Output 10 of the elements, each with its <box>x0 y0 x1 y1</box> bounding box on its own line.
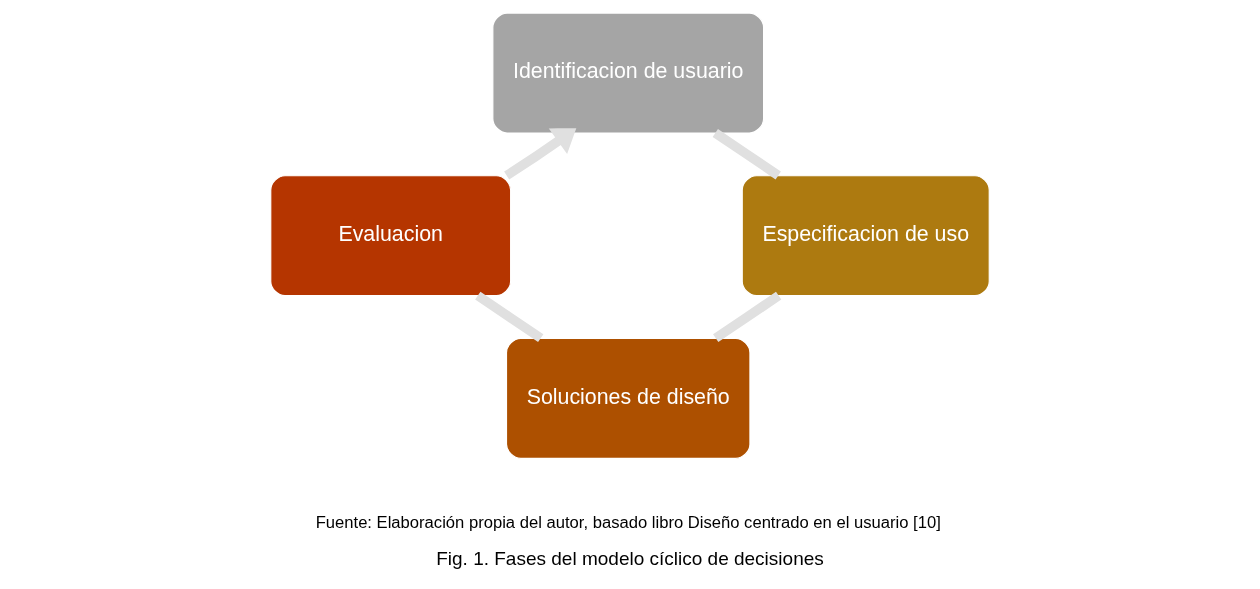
node-box: Evaluacion <box>270 175 512 297</box>
connector <box>713 291 782 343</box>
connector <box>475 291 544 343</box>
arrow <box>504 128 577 180</box>
node-box: Identificacion de usuario <box>492 12 765 134</box>
caption: Fig. 1. Fases del modelo cíclico de decisiones <box>436 548 824 570</box>
node-box: Soluciones de diseño <box>505 337 751 459</box>
connector <box>712 129 781 180</box>
node-box: Especificacion de uso <box>741 175 990 297</box>
label: Fuente: Elaboración propia del autor, basado libro Diseño centrado en el usuario [10] <box>315 512 941 532</box>
